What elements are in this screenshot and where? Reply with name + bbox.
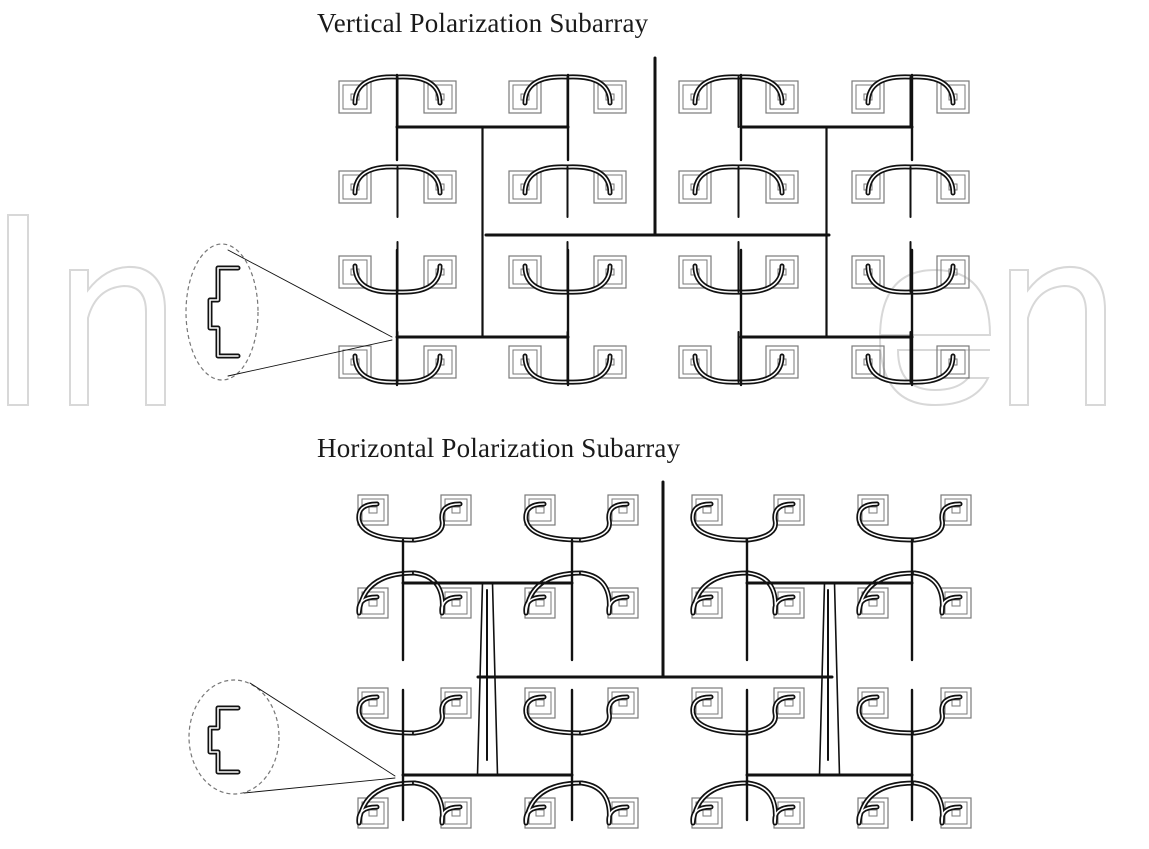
element-feed-line	[356, 570, 417, 616]
element-feed-line	[745, 780, 796, 826]
branch-feed	[833, 582, 841, 776]
element-feed-line	[912, 501, 963, 543]
element-feed-line	[412, 570, 463, 616]
element-feed-line	[745, 501, 796, 543]
zoom-lines	[227, 249, 393, 377]
element-feed-line	[690, 694, 751, 736]
element-feed-line	[745, 694, 796, 736]
zoom-inset-circle	[188, 679, 280, 795]
element-feed-line	[412, 780, 463, 826]
patch-element	[593, 345, 627, 379]
vertical-polarization-subarray	[185, 56, 970, 387]
element-feed-line	[856, 501, 917, 543]
element-feed-line	[690, 570, 751, 616]
element-feed-line	[579, 694, 630, 736]
zoom-inset-detail	[207, 265, 241, 359]
patch-element	[423, 170, 457, 204]
element-feed-line	[690, 501, 751, 543]
branch-feed	[818, 582, 826, 776]
patch-element	[338, 345, 372, 379]
element-feed-line	[356, 780, 417, 826]
vertical-subarray-title: Vertical Polarization Subarray	[317, 8, 649, 38]
element-feed-line	[856, 570, 917, 616]
element-feed-line	[356, 501, 417, 543]
element-feed-line	[412, 501, 463, 543]
branch-feed	[476, 582, 484, 776]
element-feed-line	[579, 780, 630, 826]
element-feed-line	[579, 501, 630, 543]
patch-element	[678, 255, 712, 289]
element-feed-line	[356, 694, 417, 736]
patch-element	[765, 345, 799, 379]
zoom-inset-detail	[207, 705, 241, 775]
element-feed-line	[912, 694, 963, 736]
horizontal-polarization-subarray	[188, 480, 972, 829]
patch-element	[508, 345, 542, 379]
element-feed-line	[412, 694, 463, 736]
element-feed-line	[912, 570, 963, 616]
horizontal-subarray-title: Horizontal Polarization Subarray	[317, 433, 681, 463]
element-feed-line	[856, 780, 917, 826]
element-feed-line	[912, 780, 963, 826]
patch-element	[765, 80, 799, 114]
zoom-inset-circle	[185, 243, 259, 381]
element-feed-line	[690, 780, 751, 826]
branch-feed	[491, 582, 499, 776]
zoom-lines	[243, 682, 396, 794]
element-feed-line	[523, 501, 584, 543]
patch-element	[423, 345, 457, 379]
element-feed-line	[579, 570, 630, 616]
element-feed-line	[745, 570, 796, 616]
patch-element	[678, 170, 712, 204]
element-feed-line	[856, 694, 917, 736]
patch-element	[936, 170, 970, 204]
